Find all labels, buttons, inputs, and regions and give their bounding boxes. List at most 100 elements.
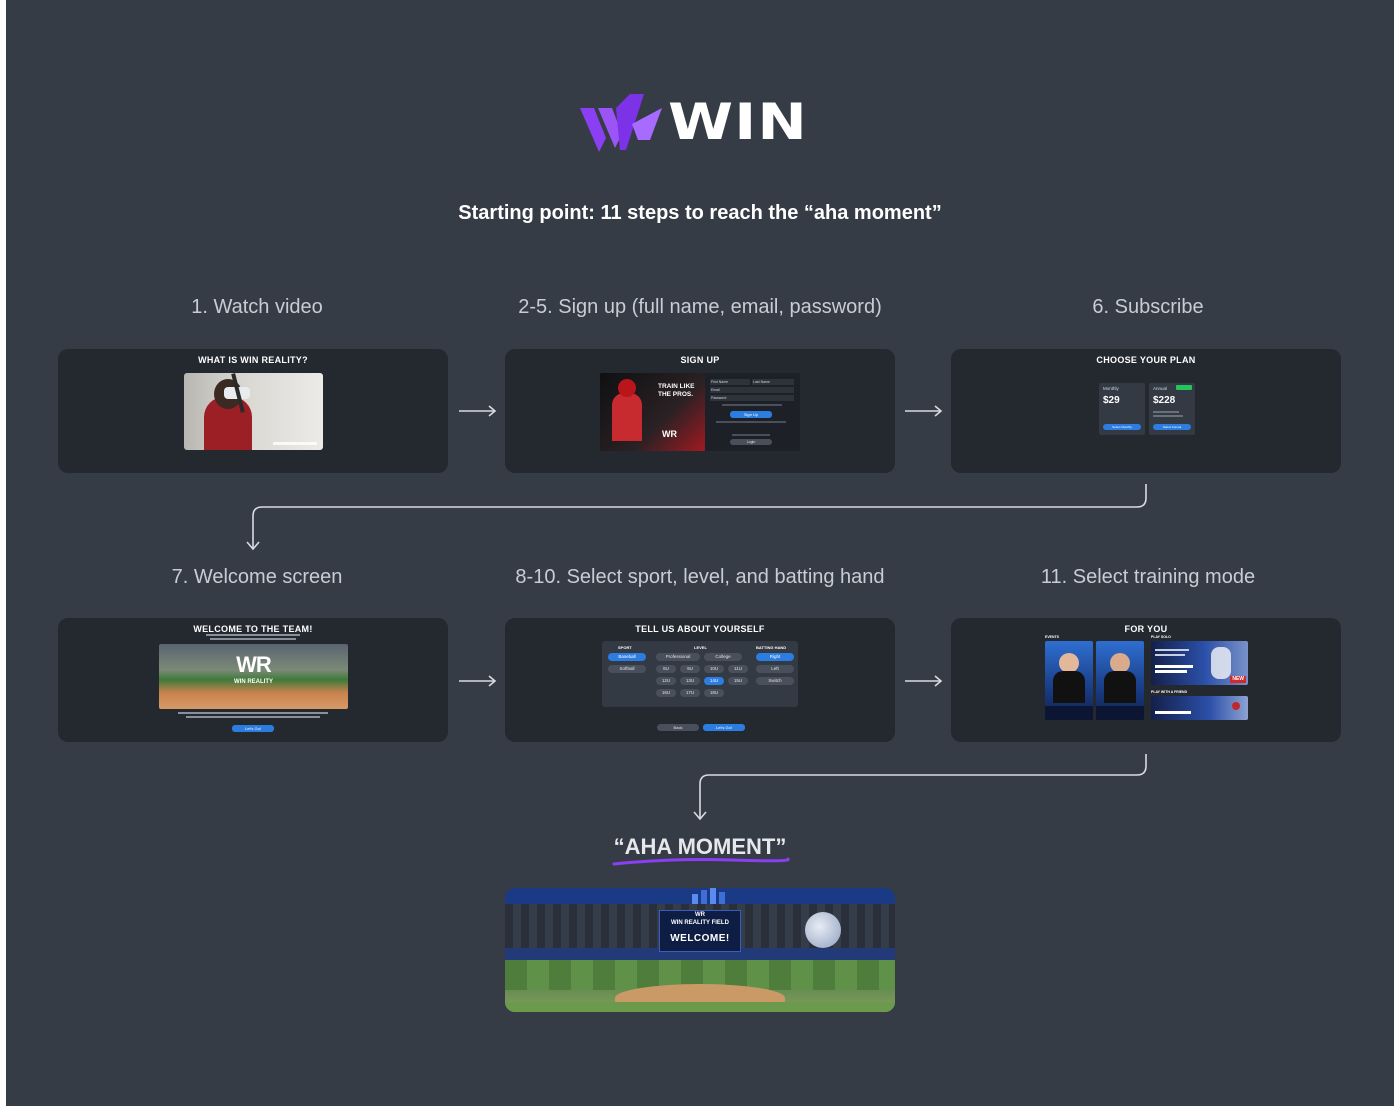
select-annual-button[interactable]: Select Annual	[1153, 424, 1191, 430]
email-field[interactable]: Email	[710, 387, 794, 393]
sign-up-button[interactable]: Sign Up	[730, 411, 772, 418]
welcome-footer-text	[178, 712, 328, 714]
step-label-1: 1. Watch video	[191, 296, 323, 318]
arrow-right-icon	[905, 675, 943, 687]
aha-underline	[612, 857, 790, 866]
signup-screen: TRAIN LIKE THE PROS. WR First Name Last …	[600, 373, 800, 451]
step-label-11: 11. Select training mode	[1040, 566, 1256, 588]
win-logo-text: WIN	[668, 93, 808, 151]
events-section-label: EVENTS	[1045, 635, 1060, 639]
plan-name: Annual	[1153, 386, 1168, 391]
banner-text: WIN REALITY	[234, 679, 273, 685]
profile-panel: SPORT LEVEL BATTING HAND Baseball Softba…	[602, 641, 798, 707]
password-field[interactable]: Password	[710, 395, 794, 401]
screen-title: SIGN UP	[680, 355, 720, 365]
step-label-3: 6. Subscribe	[1092, 296, 1204, 318]
banner-logo: WR	[236, 652, 272, 677]
welcome-subtext	[210, 638, 296, 640]
event-card[interactable]	[1096, 641, 1144, 720]
step-card-welcome: WELCOME TO THE TEAM! WR WIN REALITY Let'…	[58, 618, 448, 742]
event-card[interactable]	[1045, 641, 1093, 720]
step-label-7: 7. Welcome screen	[171, 566, 343, 588]
back-button[interactable]: Back	[657, 724, 699, 731]
video-thumbnail[interactable]	[184, 373, 323, 450]
arrow-right-icon	[459, 405, 497, 417]
stadium-welcome: WELCOME!	[670, 933, 730, 944]
win-logo: WIN	[580, 92, 807, 152]
password-placeholder: Password	[711, 396, 727, 400]
screen-title: TELL US ABOUT YOURSELF	[635, 624, 765, 634]
welcome-footer-text	[186, 716, 320, 718]
stadium-title: WIN REALITY FIELD	[671, 920, 729, 926]
level-option[interactable]: 18U	[704, 689, 724, 697]
plan-price: $29	[1103, 395, 1120, 406]
plan-name: Monthly	[1103, 386, 1119, 391]
level-option[interactable]: College	[704, 653, 742, 661]
win-logo-icon	[580, 94, 662, 152]
hand-option[interactable]: Left	[756, 665, 794, 673]
sport-option[interactable]: Softball	[608, 665, 646, 673]
new-badge: NEW	[1230, 676, 1246, 683]
level-option[interactable]: 8U	[656, 665, 676, 673]
plan-price: $228	[1153, 395, 1176, 406]
level-option[interactable]: 9U	[680, 665, 700, 673]
select-monthly-button[interactable]: Select Monthly	[1103, 424, 1141, 430]
plan-detail-text	[1153, 415, 1183, 417]
stadium-image: WR WIN REALITY FIELD WELCOME!	[505, 888, 895, 1012]
signup-hero-text: TRAIN LIKE THE PROS.	[658, 383, 695, 398]
page-subtitle: Starting point: 11 steps to reach the “a…	[458, 202, 942, 224]
play-with-friend-section-label: PLAY WITH A FRIEND	[1151, 690, 1188, 694]
hand-option[interactable]: Switch	[756, 677, 794, 685]
hand-column-header: BATTING HAND	[756, 645, 787, 650]
play-with-friend-card[interactable]	[1151, 696, 1248, 720]
level-option[interactable]: Professional	[656, 653, 700, 661]
divider-text	[716, 421, 786, 423]
level-option[interactable]: 14U	[704, 677, 724, 685]
login-button[interactable]: Login	[730, 439, 772, 445]
play-solo-section-label: PLAY SOLO	[1151, 635, 1171, 639]
level-option[interactable]: 17U	[680, 689, 700, 697]
terms-text	[722, 404, 782, 406]
stadium-scoreboard: WR WIN REALITY FIELD WELCOME!	[659, 910, 741, 952]
plan-annual[interactable]: Annual $228 Select Annual	[1149, 383, 1195, 435]
step-card-sign-up: SIGN UP TRAIN LIKE THE PROS. WR First Na…	[505, 349, 895, 473]
sport-column-header: SPORT	[618, 645, 632, 650]
play-solo-card[interactable]: NEW	[1151, 641, 1248, 685]
signup-hero-image: TRAIN LIKE THE PROS. WR	[600, 373, 705, 451]
step-card-training-mode: FOR YOU EVENTS PLAY SOLO NEW PLAY WITH A…	[951, 618, 1341, 742]
level-option[interactable]: 13U	[680, 677, 700, 685]
step-label-2: 2-5. Sign up (full name, email, password…	[518, 296, 882, 318]
email-placeholder: Email	[711, 388, 720, 392]
savings-badge	[1176, 385, 1192, 390]
step-card-watch-video: WHAT IS WIN REALITY?	[58, 349, 448, 473]
diagram-canvas: WIN Starting point: 11 steps to reach th…	[6, 0, 1394, 1106]
welcome-subtext	[206, 634, 300, 636]
aha-moment-title: “AHA MOMENT”	[613, 834, 787, 859]
hand-option[interactable]: Right	[756, 653, 794, 661]
step-card-subscribe: CHOOSE YOUR PLAN Monthly $29 Select Mont…	[951, 349, 1341, 473]
plan-detail-text	[1153, 411, 1179, 413]
arrow-right-icon	[459, 675, 497, 687]
last-name-field[interactable]: Last Name	[752, 379, 794, 385]
plan-monthly[interactable]: Monthly $29 Select Monthly	[1099, 383, 1145, 435]
already-member-text	[732, 434, 770, 436]
screen-title: CHOOSE YOUR PLAN	[1096, 355, 1196, 365]
level-column-header: LEVEL	[694, 645, 707, 650]
first-name-placeholder: First Name	[711, 380, 729, 384]
first-name-field[interactable]: First Name	[710, 379, 750, 385]
flow-connectors	[246, 484, 1147, 821]
level-option[interactable]: 15U	[728, 677, 748, 685]
level-option[interactable]: 10U	[704, 665, 724, 673]
stadium-logo: WR	[695, 912, 705, 918]
screen-title: WHAT IS WIN REALITY?	[198, 355, 308, 365]
arrow-right-icon	[905, 405, 943, 417]
sport-option[interactable]: Baseball	[608, 653, 646, 661]
signup-logo: WR	[662, 429, 677, 439]
last-name-placeholder: Last Name	[753, 380, 770, 384]
lets-go-button[interactable]: Let's Go!	[232, 725, 274, 732]
next-button[interactable]: Let's Go!	[703, 724, 745, 731]
level-option[interactable]: 12U	[656, 677, 676, 685]
level-option[interactable]: 11U	[728, 665, 748, 673]
level-option[interactable]: 16U	[656, 689, 676, 697]
step-label-8-10: 8-10. Select sport, level, and batting h…	[515, 566, 885, 588]
